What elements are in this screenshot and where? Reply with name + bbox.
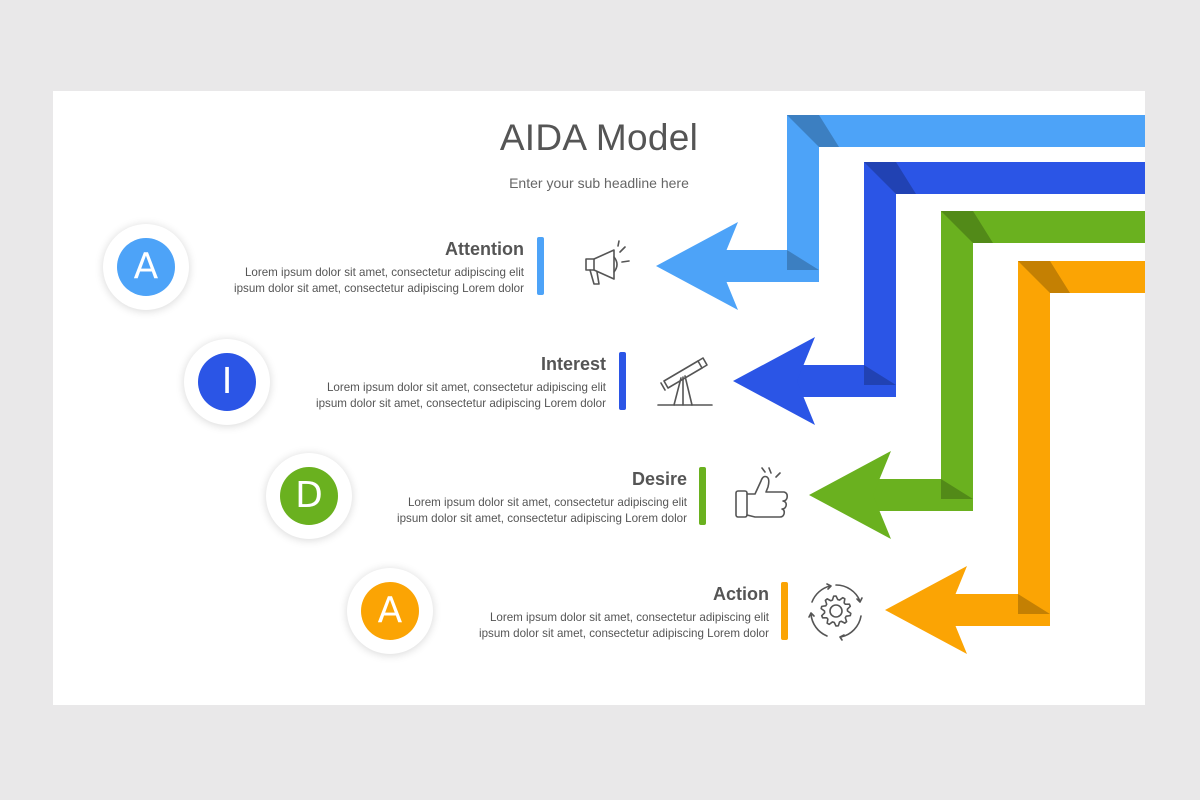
stage-action-title: Action [713,584,769,604]
stage-action-badge: A [347,568,433,654]
stage-action-desc-line2: ipsum dolor sit amet, consectetur adipis… [479,626,769,640]
stage-interest-text: Interest Lorem ipsum dolor sit amet, con… [266,354,606,411]
slide: AIDA Model Enter your sub headline here … [53,91,1145,705]
stage-desire-badge: D [266,453,352,539]
page-title: AIDA Model [499,117,699,158]
stage-attention-title: Attention [445,239,524,259]
stage-desire-desc-line2: ipsum dolor sit amet, consectetur adipis… [397,511,687,525]
stage-attention-desc-line2: ipsum dolor sit amet, consectetur adipis… [234,281,524,295]
stage-attention-letter: A [117,238,175,296]
arrow-action [885,261,1145,654]
stage-interest-bar [619,352,626,410]
stage-action-bar [781,582,788,640]
stage-attention-text: Attention Lorem ipsum dolor sit amet, co… [184,239,524,296]
stage-action-letter: A [361,582,419,640]
stage-interest-title: Interest [540,354,606,374]
stage-desire-bar [699,467,706,525]
arrow-paths [656,115,1145,654]
arrow-interest [733,162,1145,425]
stage-interest-badge: I [184,339,270,425]
stage-desire-title: Desire [631,469,687,489]
megaphone-icon [585,240,630,285]
stage-desire-desc-line1: Lorem ipsum dolor sit amet, consectetur … [407,496,687,509]
gear-cycle-icon [808,583,863,641]
thumbs-up-icon [735,467,788,518]
stage-attention-bar [537,237,544,295]
arrow-desire [809,211,1145,539]
stage-action-desc-line1: Lorem ipsum dolor sit amet, consectetur … [489,611,769,624]
stage-attention-badge: A [103,224,189,310]
stage-desire-letter: D [280,467,338,525]
stage-interest-letter: I [198,353,256,411]
page-subtitle: Enter your sub headline here [509,175,689,191]
stage-desire-text: Desire Lorem ipsum dolor sit amet, conse… [347,469,687,526]
arrow-attention [656,115,1145,310]
stage-attention-desc-line1: Lorem ipsum dolor sit amet, consectetur … [244,266,524,279]
stage-interest-desc-line1: Lorem ipsum dolor sit amet, consectetur … [326,381,606,394]
telescope-icon [657,357,713,406]
stage-action-text: Action Lorem ipsum dolor sit amet, conse… [429,584,769,641]
stage-interest-desc-line2: ipsum dolor sit amet, consectetur adipis… [316,396,606,410]
